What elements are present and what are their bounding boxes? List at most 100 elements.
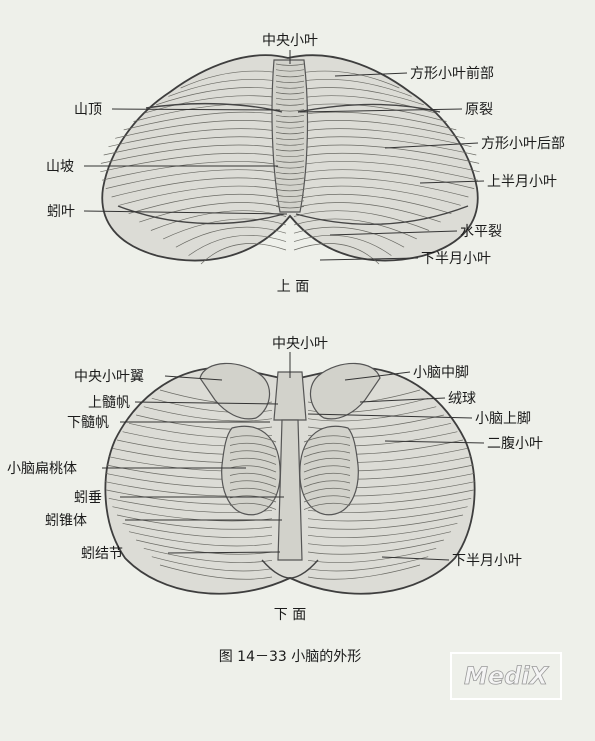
superior-leaders: [83, 50, 485, 261]
folium-line: [275, 137, 305, 140]
folium-line: [101, 161, 479, 181]
folium-line: [229, 435, 351, 443]
folium-line: [115, 120, 465, 139]
folium-line: [275, 177, 305, 180]
folium-line: [275, 166, 305, 169]
left-peduncle-loop: [199, 362, 271, 420]
folium-line: [275, 189, 305, 192]
label-inferior-semilunar-inferior: 下半月小叶: [452, 553, 522, 569]
folium-line: [275, 143, 305, 146]
folium-line: [151, 556, 429, 572]
left-tonsil: [221, 425, 281, 516]
folium-line: [100, 144, 480, 164]
folium-line: [275, 132, 305, 135]
label-declive: 山坡: [46, 159, 74, 175]
caption-superior: 上 面: [277, 279, 309, 295]
folium-line: [229, 502, 351, 510]
folium-line: [175, 226, 405, 248]
folium-line: [229, 442, 351, 450]
folium-line: [275, 171, 305, 175]
label-central-lobule-superior: 中央小叶: [262, 33, 318, 49]
inferior-midline-notch: [261, 559, 319, 579]
folium-line: [275, 160, 305, 163]
inferior-vermis: [277, 419, 303, 561]
label-superior-medullary-velum: 上髓帆: [88, 395, 130, 411]
folium-line: [229, 457, 351, 465]
folium-line: [275, 86, 305, 89]
label-flocculus: 绒球: [448, 391, 476, 407]
folium-line: [139, 202, 441, 223]
folium-line: [229, 450, 351, 458]
inferior-labels: 中央小叶 中央小叶翼 小脑中脚 上髓帆 绒球 下髓帆 小脑上脚 二腹小叶 小脑扁…: [7, 336, 543, 623]
inferior-leaders: [102, 352, 485, 561]
label-tonsil: 小脑扁桃体: [7, 461, 77, 477]
label-uvula: 蚓垂: [74, 490, 102, 506]
folium-line: [111, 177, 469, 198]
folium-line: [143, 406, 437, 422]
inferior-view: [104, 362, 476, 595]
folium-line: [275, 92, 305, 95]
folium-line: [229, 487, 351, 495]
folium-line: [275, 69, 305, 72]
label-superior-peduncle: 小脑上脚: [475, 411, 531, 427]
right-tonsil: [299, 425, 359, 516]
label-middle-peduncle: 小脑中脚: [413, 365, 469, 381]
central-stalk: [273, 371, 307, 421]
label-folium: 蚓叶: [47, 204, 75, 220]
label-central-lobule-wing: 中央小叶翼: [74, 369, 144, 385]
label-primary-fissure: 原裂: [465, 102, 493, 118]
folium-line: [275, 154, 305, 158]
folium-line: [275, 114, 305, 118]
label-biventral-lobule: 二腹小叶: [487, 435, 543, 452]
vermis-folia: [275, 63, 305, 209]
folium-line: [136, 414, 444, 430]
folium-line: [275, 183, 305, 186]
folium-line: [275, 149, 305, 152]
watermark-text: MediX: [464, 662, 550, 690]
folium-line: [275, 120, 305, 123]
label-culmen: 山顶: [74, 102, 102, 118]
label-tuber: 蚓结节: [81, 546, 123, 562]
folium-line: [159, 564, 421, 580]
label-central-lobule-inferior: 中央小叶: [272, 336, 328, 352]
folium-line: [275, 75, 305, 78]
folium-line: [122, 522, 458, 538]
folium-line: [275, 126, 305, 129]
folium-line: [128, 193, 452, 215]
folium-line: [229, 480, 351, 488]
folium-line: [275, 206, 305, 209]
label-horizontal-fissure: 水平裂: [460, 224, 502, 240]
folium-line: [108, 128, 472, 148]
superior-vermis: [271, 59, 309, 213]
folium-line: [128, 531, 452, 547]
folium-line: [116, 514, 464, 530]
folium-line: [275, 103, 305, 106]
label-quadrangular-anterior: 方形小叶前部: [410, 65, 494, 82]
folium-line: [275, 63, 305, 66]
folium-line: [229, 465, 351, 473]
figure-caption: 图 14－33 小脑的外形: [219, 649, 362, 665]
superior-view: [100, 54, 480, 265]
superior-labels: 中央小叶 方形小叶前部 山顶 原裂 方形小叶后部 山坡 上半月小叶 蚓叶 水平裂…: [46, 33, 565, 295]
tonsil-folia: [229, 435, 351, 510]
label-pyramis: 蚓锥体: [45, 513, 87, 529]
folium-line: [275, 80, 305, 83]
folium-line: [143, 547, 437, 563]
superior-horizontal-fissure-line: [117, 205, 469, 225]
folium-line: [229, 472, 351, 480]
folium-line: [275, 200, 305, 203]
folium-line: [119, 185, 461, 206]
label-quadrangular-posterior: 方形小叶后部: [481, 136, 565, 152]
watermark: MediX: [450, 652, 562, 700]
folium-line: [275, 194, 305, 197]
label-superior-semilunar: 上半月小叶: [487, 174, 557, 190]
folium-line: [188, 234, 392, 256]
label-inferior-medullary-velum: 下髓帆: [67, 415, 109, 431]
folium-line: [103, 136, 477, 156]
folium-line: [275, 97, 305, 101]
caption-inferior: 下 面: [274, 607, 306, 623]
label-inferior-semilunar-superior: 下半月小叶: [421, 251, 491, 267]
folium-line: [200, 243, 380, 265]
